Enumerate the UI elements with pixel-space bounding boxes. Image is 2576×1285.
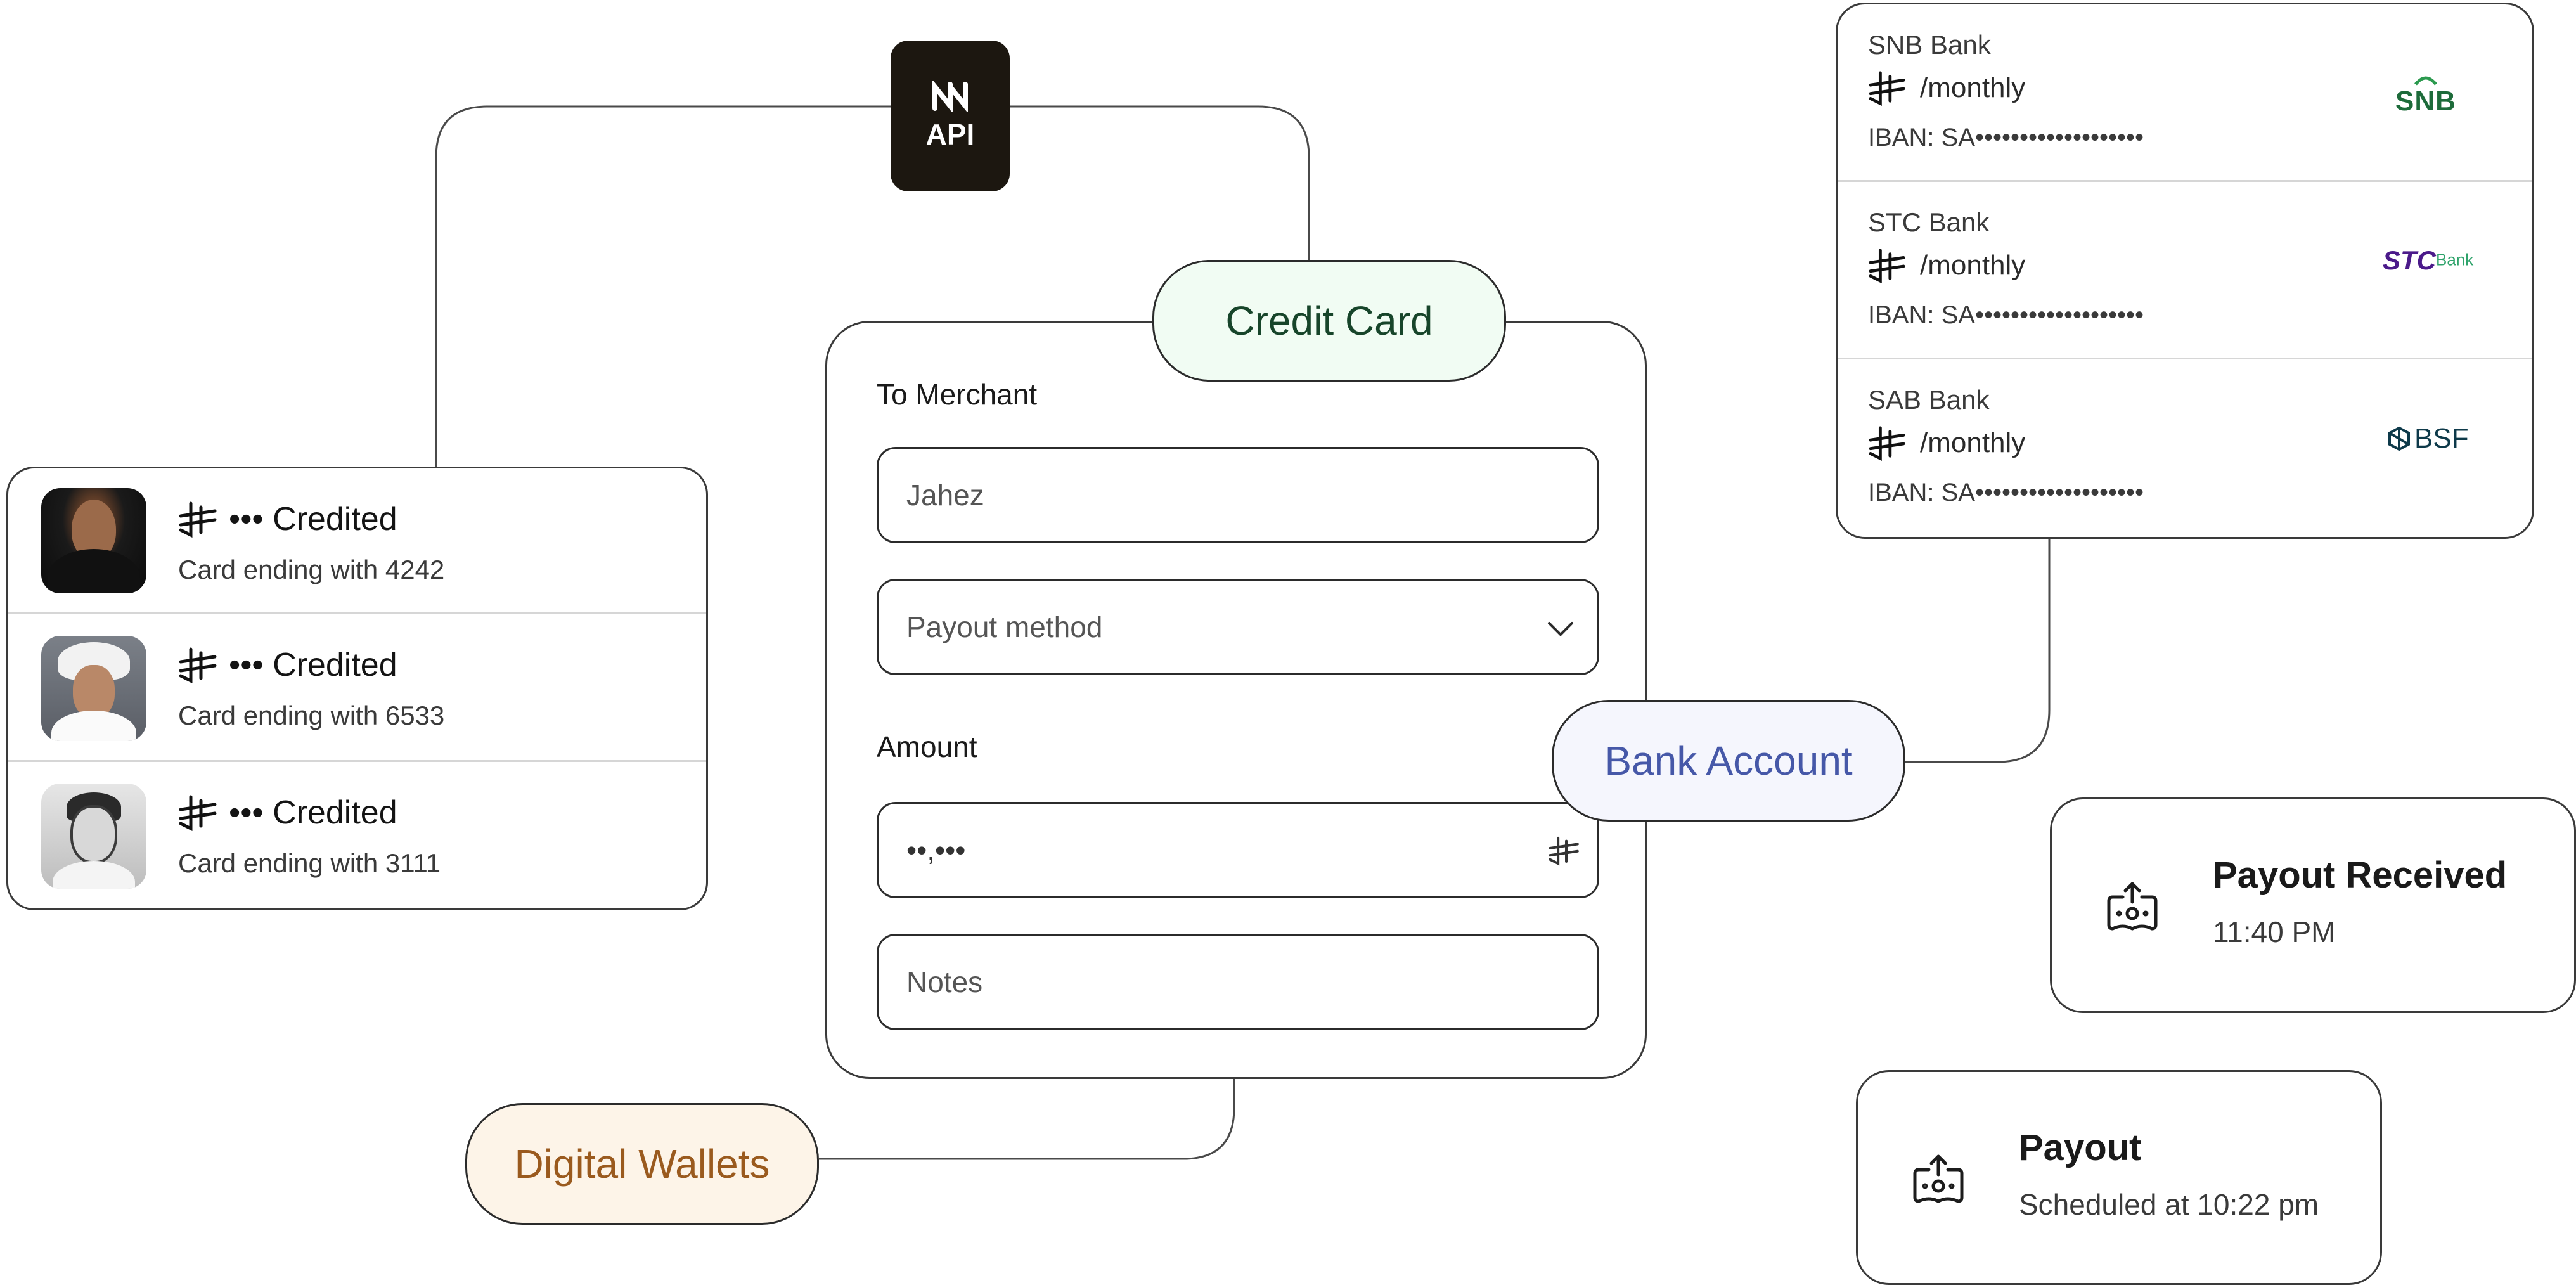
to-merchant-label: To Merchant	[877, 378, 1038, 411]
riyal-icon	[179, 647, 217, 683]
bank-period: /monthly	[1920, 250, 2026, 281]
avatar	[41, 488, 146, 593]
riyal-icon	[179, 795, 217, 831]
payout-method-select[interactable]: Payout method	[877, 579, 1599, 675]
riyal-icon	[1869, 71, 1905, 106]
chevron-down-icon	[1548, 622, 1573, 636]
transaction-subtitle: Card ending with 6533	[178, 701, 445, 730]
bank-iban: IBAN: SA•••••••••••••••••••	[1868, 301, 2144, 329]
digital-wallets-pill[interactable]: Digital Wallets	[465, 1103, 819, 1225]
api-logo-icon	[932, 81, 968, 112]
avatar	[41, 784, 146, 889]
transaction-title: ••• Credited	[229, 794, 397, 831]
payout-notification[interactable]: Payout Scheduled at 10:22 pm	[1856, 1070, 2382, 1285]
list-item[interactable]: ••• Credited Card ending with 6533	[8, 614, 706, 762]
bank-iban: IBAN: SA•••••••••••••••••••	[1868, 479, 2144, 507]
transaction-subtitle: Card ending with 4242	[178, 555, 445, 584]
bank-row-stc[interactable]: STC Bank /monthly IBAN: SA••••••••••••••…	[1838, 182, 2532, 359]
bank-accounts-card: SNB Bank /monthly IBAN: SA••••••••••••••…	[1836, 3, 2534, 539]
riyal-icon	[1549, 836, 1579, 866]
payout-icon	[1913, 1154, 1964, 1203]
bank-name: STC Bank	[1868, 207, 1990, 237]
transaction-title: ••• Credited	[229, 501, 397, 538]
bank-account-pill[interactable]: Bank Account	[1552, 700, 1905, 822]
payout-icon	[2107, 882, 2158, 931]
api-label: API	[925, 118, 975, 151]
bank-name: SNB Bank	[1868, 30, 1991, 60]
bsf-logo-mark-icon	[2388, 426, 2410, 451]
stc-logo: STCBank	[2383, 245, 2474, 275]
payout-form-card: To Merchant Jahez Payout method Amount •…	[825, 321, 1647, 1079]
bank-period: /monthly	[1920, 72, 2026, 103]
transactions-card: ••• Credited Card ending with 4242 ••• C…	[6, 467, 708, 910]
notification-subtitle: Scheduled at 10:22 pm	[2019, 1188, 2319, 1221]
list-item[interactable]: ••• Credited Card ending with 4242	[8, 468, 706, 614]
avatar	[41, 636, 146, 741]
snb-logo: SNB	[2395, 74, 2456, 117]
notification-title: Payout Received	[2213, 855, 2508, 896]
transaction-title: ••• Credited	[229, 647, 397, 683]
bsf-logo: BSF	[2388, 423, 2469, 455]
notes-input[interactable]: Notes	[877, 934, 1599, 1030]
snb-logo-mark-icon	[2414, 76, 2437, 86]
bank-iban: IBAN: SA•••••••••••••••••••	[1868, 124, 2144, 152]
notification-title: Payout	[2019, 1127, 2142, 1168]
amount-label: Amount	[877, 730, 977, 763]
transaction-subtitle: Card ending with 3111	[178, 848, 441, 878]
riyal-icon	[1869, 249, 1905, 283]
amount-input[interactable]: ••,•••	[877, 802, 1599, 898]
payout-received-notification[interactable]: Payout Received 11:40 PM	[2050, 797, 2576, 1013]
bank-period: /monthly	[1920, 427, 2026, 458]
riyal-icon	[1869, 426, 1905, 461]
notification-subtitle: 11:40 PM	[2213, 915, 2336, 948]
bank-name: SAB Bank	[1868, 385, 1990, 415]
merchant-input[interactable]: Jahez	[877, 447, 1599, 543]
list-item[interactable]: ••• Credited Card ending with 3111	[8, 762, 706, 908]
riyal-icon	[179, 501, 217, 538]
credit-card-pill[interactable]: Credit Card	[1152, 260, 1506, 382]
bank-row-sab[interactable]: SAB Bank /monthly IBAN: SA••••••••••••••…	[1838, 359, 2532, 537]
bank-row-snb[interactable]: SNB Bank /monthly IBAN: SA••••••••••••••…	[1838, 4, 2532, 182]
api-node[interactable]: API	[891, 41, 1010, 191]
